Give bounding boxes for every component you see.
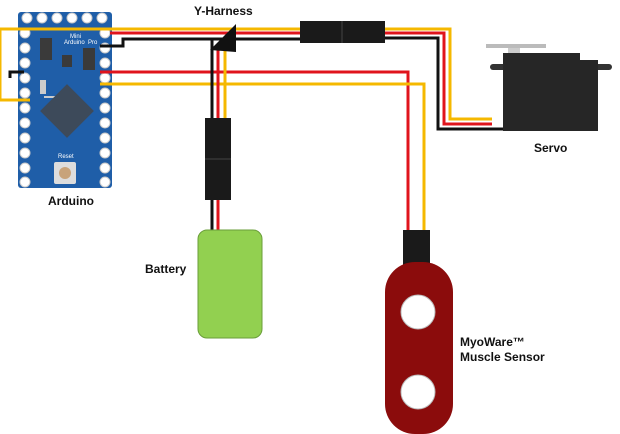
sensor-connector: [403, 230, 430, 268]
sensor-wires: [8, 70, 426, 232]
battery: [197, 229, 263, 339]
sensor-label-line2: Muscle Sensor: [460, 350, 545, 364]
servo-harness-wires: [0, 27, 505, 131]
sensor-electrode: [400, 294, 436, 330]
y-harness-label: Y-Harness: [194, 4, 253, 18]
board-mini-text: Mini: [70, 34, 81, 40]
board-reset-text: Reset: [58, 154, 74, 160]
arduino-pins: [19, 12, 111, 188]
servo-motor: [486, 44, 612, 131]
sensor-label-line1: MyoWare™: [460, 335, 525, 349]
arduino-label: Arduino: [48, 194, 94, 208]
microcontroller-chip: [40, 84, 94, 138]
servo-label: Servo: [534, 141, 568, 155]
board-arduino-text: Arduino: [64, 40, 85, 46]
sensor-electrode: [400, 374, 436, 410]
board-pro-text: Pro: [88, 40, 98, 46]
y-harness-arrow-icon: [210, 24, 236, 52]
battery-label: Battery: [145, 262, 187, 276]
arduino-board: Mini Arduino Pro Reset: [18, 12, 112, 188]
